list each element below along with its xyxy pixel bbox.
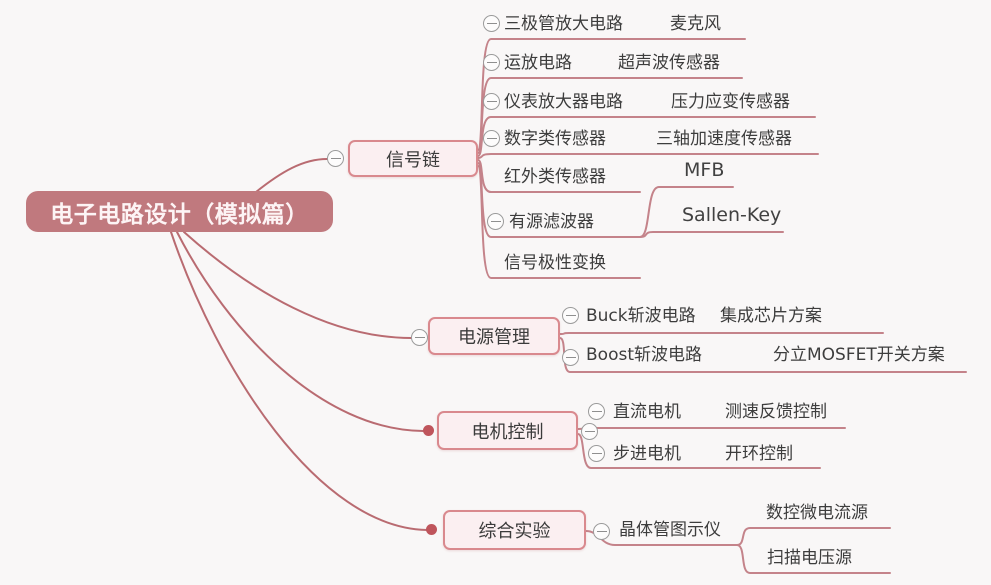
wire-tracer-voltage [736,544,891,574]
topic-sallen-key[interactable]: Sallen-Key [682,204,782,226]
topic-current-source[interactable]: 数控微电流源 [766,503,868,523]
branch-comprehensive-experiment[interactable]: 综合实验 [443,510,586,550]
topic-boost-chopper[interactable]: Boost斩波电路 [586,345,702,365]
topic-infrared-sensor[interactable]: 红外类传感器 [504,167,606,187]
collapse-icon-boost[interactable] [562,349,579,366]
branch-power-management[interactable]: 电源管理 [428,317,560,355]
collapse-icon-buck[interactable] [562,307,579,324]
topic-microphone[interactable]: 麦克风 [670,14,721,34]
wire-power-buck [559,332,884,335]
topic-active-filter[interactable]: 有源滤波器 [509,212,594,232]
wire-filter-sallenkey [639,231,784,238]
topic-inamp[interactable]: 仪表放大器电路 [504,92,623,112]
collapse-icon-signal[interactable] [327,150,344,167]
topic-integrated-chip[interactable]: 集成芯片方案 [720,306,822,326]
wire-signal-row5 [477,159,641,193]
topic-open-loop[interactable]: 开环控制 [725,444,793,464]
topic-stepper-motor[interactable]: 步进电机 [613,444,681,464]
branch-anchor-dot-comprehensive [426,524,437,535]
branch-motor-control[interactable]: 电机控制 [437,411,578,450]
topic-curve-tracer[interactable]: 晶体管图示仪 [619,520,721,540]
topic-signal-polarity[interactable]: 信号极性变换 [504,253,606,273]
collapse-icon-active-filter[interactable] [487,213,504,230]
collapse-icon-motor[interactable] [581,423,598,440]
wire-signal-row2 [477,77,743,154]
wire-tracer-current [736,527,891,546]
collapse-icon-transistor-amp[interactable] [483,15,500,32]
topic-speed-feedback[interactable]: 测速反馈控制 [725,402,827,422]
topic-ultrasonic-sensor[interactable]: 超声波传感器 [618,53,720,73]
collapse-icon-curve-tracer[interactable] [593,523,610,540]
topic-strain-sensor[interactable]: 压力应变传感器 [671,92,790,112]
collapse-icon-dc-motor[interactable] [588,403,605,420]
collapse-icon-power[interactable] [411,329,428,346]
topic-digital-sensor[interactable]: 数字类传感器 [504,129,606,149]
collapse-icon-stepper-motor[interactable] [588,445,605,462]
wire-motor-stepper [577,433,821,469]
topic-dc-motor[interactable]: 直流电机 [613,402,681,422]
wire-filter-mfb [639,186,734,238]
wire-signal-row7 [477,165,641,279]
collapse-icon-opamp[interactable] [483,54,500,71]
topic-buck-chopper[interactable]: Buck斩波电路 [586,306,696,326]
wire-motor-dc [577,427,846,430]
branch-signal-chain[interactable]: 信号链 [348,140,478,177]
root-topic[interactable]: 电子电路设计（模拟篇） [26,191,333,232]
branch-anchor-dot-motor [423,425,434,436]
collapse-icon-digital-sensor[interactable] [483,130,500,147]
topic-voltage-source[interactable]: 扫描电压源 [767,548,852,568]
topic-transistor-amp[interactable]: 三极管放大电路 [504,14,623,34]
wire-signal-row3 [477,116,816,157]
topic-opamp[interactable]: 运放电路 [504,53,572,73]
topic-discrete-mosfet[interactable]: 分立MOSFET开关方案 [773,345,945,365]
wire-signal-row4 [477,153,819,159]
topic-mfb[interactable]: MFB [684,159,725,181]
wire-root-comprehensive [170,231,428,531]
wire-root-power [183,231,412,339]
topic-accelerometer[interactable]: 三轴加速度传感器 [656,129,792,149]
wire-root-signal [255,158,328,193]
collapse-icon-inamp[interactable] [483,93,500,110]
wire-root-motor [176,231,424,432]
